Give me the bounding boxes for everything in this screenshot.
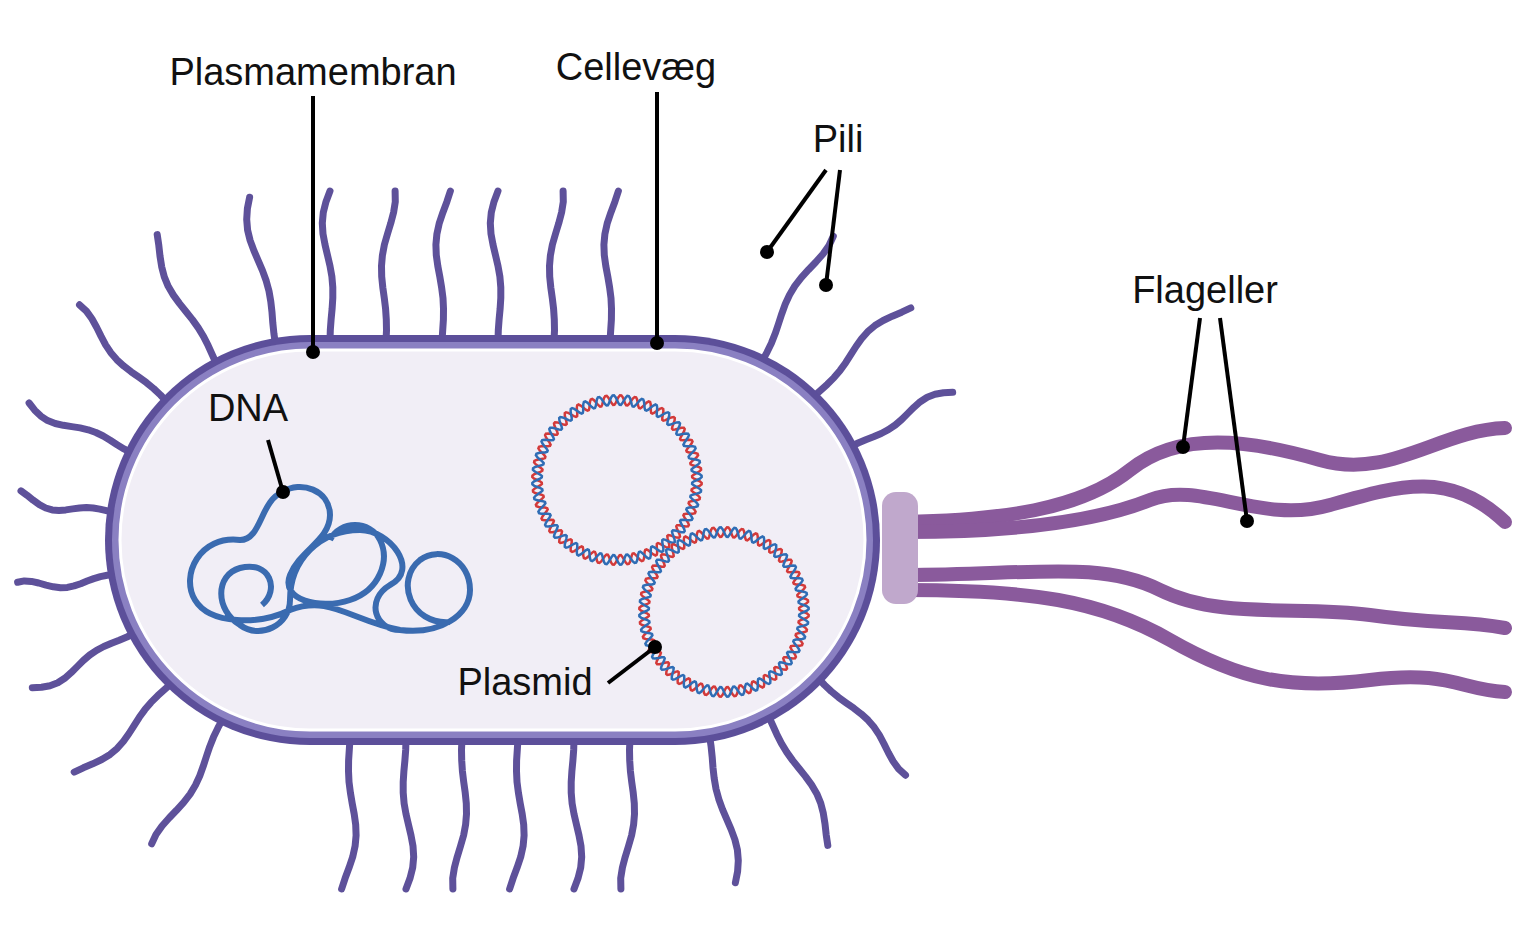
flagellum-base: [882, 492, 918, 604]
pilus: [342, 739, 357, 889]
plasma-membrane: [120, 350, 865, 730]
pilus: [157, 235, 216, 365]
pilus: [382, 191, 396, 341]
pilus: [322, 191, 333, 341]
part-label: Plasmid: [457, 662, 592, 704]
part-label: Cellevæg: [556, 47, 717, 89]
plasmid-strand: [639, 527, 808, 696]
pili: [18, 191, 953, 889]
plasmid-strand: [532, 395, 701, 564]
flagella: [905, 428, 1505, 692]
pilus: [403, 739, 414, 889]
pilus: [571, 739, 582, 889]
pilus: [550, 191, 564, 341]
pilus: [29, 403, 131, 453]
pilus: [247, 197, 276, 344]
part-label: Flageller: [1132, 270, 1278, 312]
part-label: Plasmamembran: [169, 52, 456, 94]
pilus: [604, 191, 619, 341]
pilus: [813, 308, 911, 397]
cell-wall-band: [112, 342, 873, 738]
pilus: [436, 191, 451, 341]
pilus: [490, 191, 501, 341]
pilus: [818, 678, 905, 775]
plasmid-strand: [532, 395, 701, 564]
pilus: [21, 491, 113, 512]
leader-lines: [268, 92, 1247, 683]
part-label: DNA: [208, 388, 288, 430]
pilus: [80, 305, 167, 402]
cell-wall: [105, 335, 880, 745]
pilus: [768, 716, 827, 846]
pilus: [18, 575, 114, 588]
pilus: [453, 739, 467, 889]
leader-dots: [276, 245, 1254, 654]
part-label: Pili: [813, 119, 864, 161]
pilus: [152, 719, 223, 844]
pilus: [74, 683, 172, 772]
pilus: [510, 739, 524, 889]
plasmids: [532, 395, 808, 696]
pilus: [32, 633, 134, 687]
dna-chromosome: [190, 487, 470, 631]
pilus: [851, 392, 953, 446]
plasmid-strand: [639, 527, 808, 696]
pilus: [621, 739, 635, 889]
pilus: [710, 736, 739, 883]
